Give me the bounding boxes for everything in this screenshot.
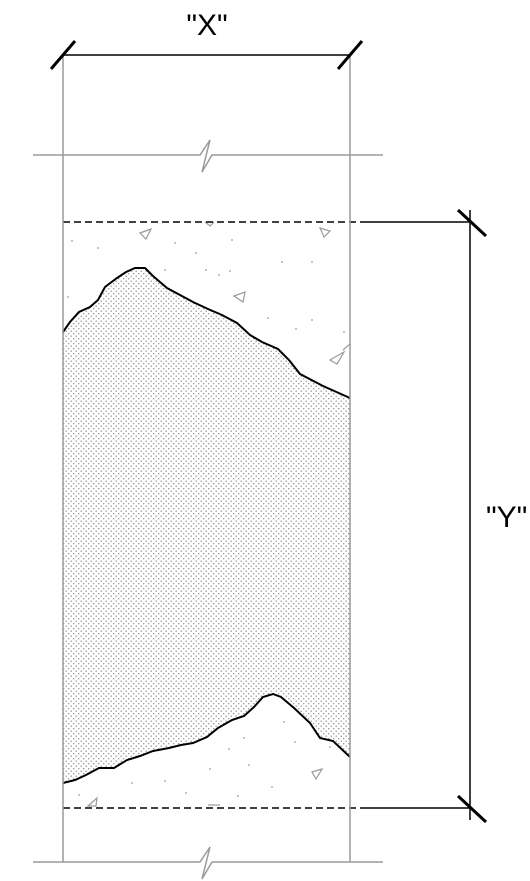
aggregate-dot xyxy=(185,792,187,794)
lower-irregular-boundary xyxy=(62,692,351,784)
aggregate-dot xyxy=(237,795,239,797)
aggregate-triangle xyxy=(311,767,324,781)
aggregate-dot xyxy=(131,782,133,784)
width-dimension-label: "X" xyxy=(186,9,227,42)
aggregate-dot xyxy=(174,242,176,244)
aggregate-triangle xyxy=(86,796,98,807)
aggregate-dot xyxy=(271,786,273,788)
aggregate-dot xyxy=(311,319,313,321)
aggregate-dot xyxy=(218,274,220,276)
height-dimension-tick-bottom xyxy=(456,794,488,824)
width-dimension-tick-right xyxy=(336,40,364,70)
aggregate-dot xyxy=(97,247,99,249)
aggregate-dot xyxy=(267,317,269,319)
aggregate-triangle xyxy=(328,350,346,365)
aggregate-dot xyxy=(228,748,230,750)
aggregate-dot xyxy=(229,270,231,272)
aggregate-dot xyxy=(281,261,283,263)
aggregate-marks xyxy=(86,222,350,807)
aggregate-triangle xyxy=(204,222,215,227)
aggregate-dot xyxy=(164,780,166,782)
top-break-line xyxy=(33,139,383,173)
aggregate-dot xyxy=(164,269,166,271)
aggregate-dot xyxy=(295,328,297,330)
bottom-break-line xyxy=(33,846,383,880)
aggregate-dot xyxy=(205,269,207,271)
aggregate-dot xyxy=(343,331,345,333)
aggregate-dot xyxy=(248,764,250,766)
aggregate-dot xyxy=(329,746,331,748)
aggregate-dot xyxy=(195,252,197,254)
aggregate-dot xyxy=(243,737,245,739)
aggregate-dot xyxy=(78,794,80,796)
aggregate-dots xyxy=(67,239,345,797)
aggregate-dot xyxy=(231,239,233,241)
aggregate-dot xyxy=(294,741,296,743)
width-dimension-tick-left xyxy=(49,40,77,70)
aggregate-triangle xyxy=(232,291,246,303)
aggregate-dot xyxy=(209,768,211,770)
aggregate-triangle xyxy=(318,227,332,239)
aggregate-triangle xyxy=(138,227,153,241)
aggregate-dot xyxy=(67,296,69,298)
stippled-infill-region xyxy=(63,268,350,783)
height-dimension-label: "Y" xyxy=(486,501,527,534)
upper-irregular-boundary xyxy=(62,267,351,399)
aggregate-dot xyxy=(311,261,313,263)
height-dimension-tick-top xyxy=(456,208,488,238)
aggregate-dot xyxy=(283,721,285,723)
aggregate-dot xyxy=(71,240,73,242)
